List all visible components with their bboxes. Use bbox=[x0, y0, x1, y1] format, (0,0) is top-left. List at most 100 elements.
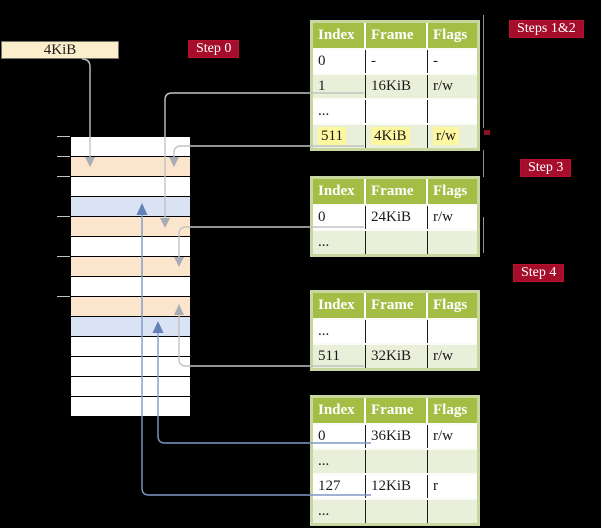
table-cell-index: ... bbox=[313, 500, 366, 523]
table-cell-flags bbox=[428, 450, 477, 473]
memory-frame-row-white bbox=[71, 177, 190, 197]
table-cell-frame bbox=[366, 100, 428, 123]
memory-frame-row-blue bbox=[71, 197, 190, 217]
memory-frame-row-peach bbox=[71, 257, 190, 277]
memory-frame-row-peach bbox=[71, 217, 190, 237]
table-cell-frame bbox=[366, 500, 428, 523]
column-header-index: Index bbox=[313, 293, 366, 318]
table-cell-frame bbox=[366, 320, 428, 343]
table-cell-index: ... bbox=[313, 320, 366, 343]
table-edge-shadow bbox=[483, 217, 484, 253]
memory-frame-row-white bbox=[71, 137, 190, 157]
memory-frame-row-peach bbox=[71, 157, 190, 177]
column-header-flags: Flags bbox=[433, 402, 468, 418]
table-cell-flags: r/w bbox=[433, 209, 453, 225]
table-cell-index: ... bbox=[313, 100, 366, 123]
page-table-base-label: 4KiB bbox=[43, 42, 77, 58]
table-cell-index: 0 bbox=[313, 50, 366, 73]
table-cell-frame: 4KiB bbox=[366, 125, 428, 148]
highlighted-value: r/w bbox=[433, 127, 459, 145]
table-row: ... bbox=[313, 450, 477, 473]
column-header-frame: Frame bbox=[366, 398, 428, 423]
table-cell-frame: - bbox=[366, 50, 428, 73]
memory-address-tick bbox=[57, 156, 70, 157]
table-cell-index: 511 bbox=[313, 345, 366, 368]
table-row: ... bbox=[313, 500, 477, 523]
page-table-base-box: 4KiB bbox=[1, 41, 119, 59]
table-cell-flags bbox=[428, 231, 477, 254]
column-header-flags: Flags bbox=[433, 27, 468, 43]
column-header-frame: Frame bbox=[366, 179, 428, 204]
memory-address-tick bbox=[57, 216, 70, 217]
table-cell-frame bbox=[366, 450, 428, 473]
table-cell-index: ... bbox=[313, 231, 366, 254]
table-cell-frame: 32KiB bbox=[366, 345, 428, 368]
memory-frame-row-white bbox=[71, 397, 190, 416]
table-cell-flags: r/w bbox=[428, 125, 477, 148]
table-cell-flags bbox=[428, 100, 477, 123]
table-cell-frame bbox=[366, 231, 428, 254]
memory-frame-row-white bbox=[71, 377, 190, 397]
table-edge-shadow bbox=[483, 150, 484, 177]
table-cell-flags bbox=[428, 320, 477, 343]
column-header-frame: Frame bbox=[366, 23, 428, 48]
table-row: ... bbox=[313, 320, 477, 343]
steps-1-2-badge: Steps 1&2 bbox=[509, 20, 584, 38]
memory-frame-row-blue bbox=[71, 317, 190, 337]
column-header-frame: Frame bbox=[366, 293, 428, 318]
column-header-index: Index bbox=[313, 23, 366, 48]
column-header-flags: Flags bbox=[433, 183, 468, 199]
table-edge-shadow bbox=[483, 15, 484, 128]
table-cell-frame: 24KiB bbox=[366, 206, 428, 229]
memory-frame-row-peach bbox=[71, 297, 190, 317]
column-header-index: Index bbox=[313, 398, 366, 423]
table-row: 0-- bbox=[313, 50, 477, 73]
memory-frame-row-white bbox=[71, 337, 190, 357]
column-header-flags: Flags bbox=[433, 297, 468, 313]
memory-address-tick bbox=[57, 176, 70, 177]
step-0-badge: Step 0 bbox=[188, 40, 240, 58]
table-cell-frame: 36KiB bbox=[366, 425, 428, 448]
memory-address-tick bbox=[57, 296, 70, 297]
memory-address-tick bbox=[57, 256, 70, 257]
table-cell-frame: 16KiB bbox=[366, 75, 428, 98]
table-row: ... bbox=[313, 100, 477, 123]
step-4-badge: Step 4 bbox=[513, 264, 565, 282]
table-cell-index: ... bbox=[313, 450, 366, 473]
table-cell-index: 1 bbox=[313, 75, 366, 98]
memory-frame-row-white bbox=[71, 277, 190, 297]
table-cell-flags bbox=[428, 500, 477, 523]
physical-memory-column bbox=[70, 136, 191, 417]
memory-frame-row-white bbox=[71, 357, 190, 377]
table-cell-flags: r/w bbox=[433, 428, 453, 444]
table-cell-index: 127 bbox=[313, 475, 366, 498]
table-row: ... bbox=[313, 231, 477, 254]
table-row: 511 4KiB r/w bbox=[313, 125, 477, 148]
step-3-badge: Step 3 bbox=[520, 159, 572, 177]
column-header-index: Index bbox=[313, 179, 366, 204]
table-cell-index: 511 bbox=[313, 125, 366, 148]
memory-address-tick bbox=[57, 136, 70, 137]
table-cell-flags: r/w bbox=[433, 78, 453, 94]
highlight-row-marker bbox=[484, 130, 490, 135]
table-cell-flags: - bbox=[433, 53, 438, 69]
table-cell-index: 0 bbox=[313, 206, 366, 229]
table-cell-flags: r/w bbox=[433, 348, 453, 364]
table-cell-index: 0 bbox=[313, 425, 366, 448]
highlighted-value: 511 bbox=[318, 127, 346, 145]
table-cell-flags: r bbox=[433, 478, 438, 494]
